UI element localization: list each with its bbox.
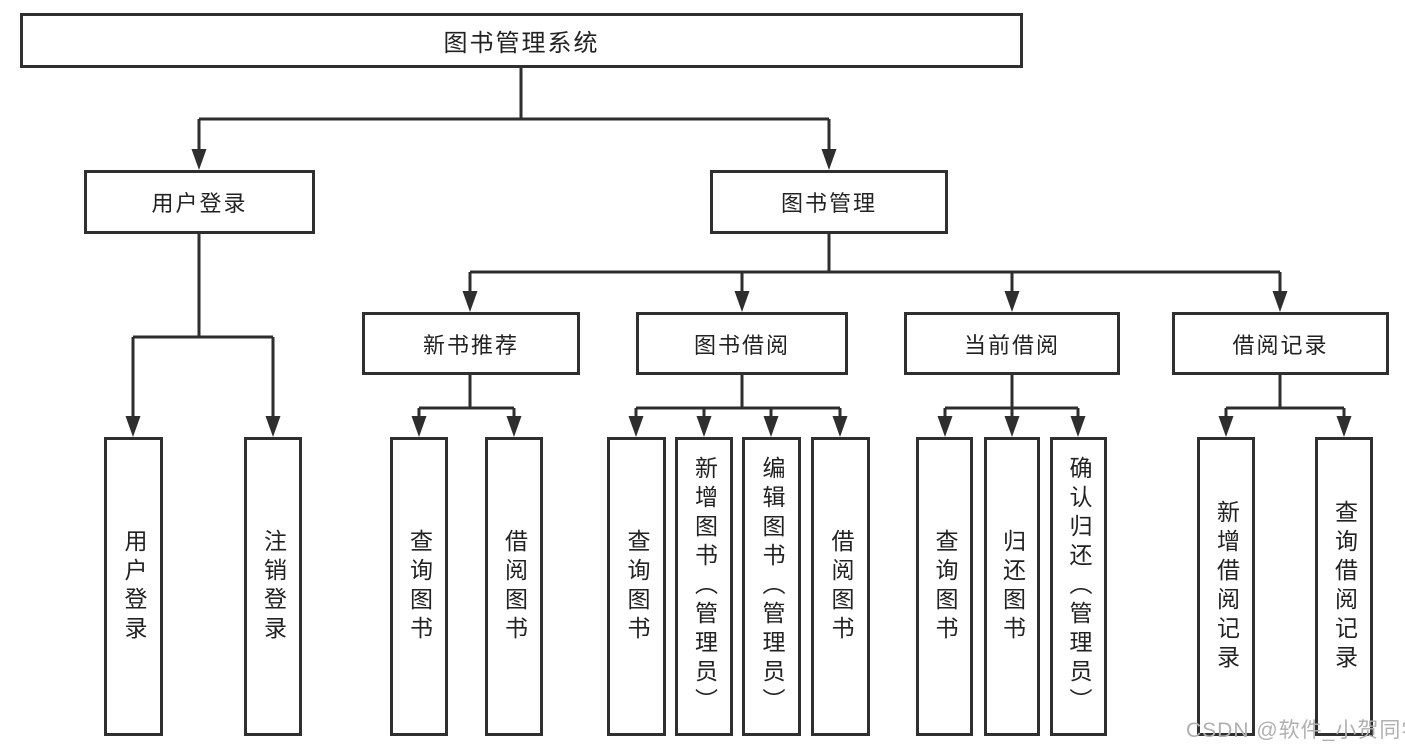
leaf-newbooks-query-books-label: 查询图书	[406, 528, 433, 645]
leaf-borrowing-borrow-books: 借阅图书	[811, 437, 870, 736]
node-borrowing-records: 借阅记录	[1172, 312, 1389, 375]
node-borrowing-records-label: 借阅记录	[1232, 332, 1329, 358]
leaf-newbooks-borrow-books: 借阅图书	[485, 437, 543, 736]
leaf-newbooks-query-books: 查询图书	[390, 437, 448, 736]
leaf-records-query-record-label: 查询借阅记录	[1331, 499, 1358, 674]
leaf-borrowing-borrow-books-label: 借阅图书	[828, 528, 854, 645]
leaf-borrowing-add-book-admin-label: 新增图书（管理员）	[691, 456, 718, 717]
leaf-borrowing-add-book-admin: 新增图书（管理员）	[675, 437, 733, 736]
leaf-records-query-record: 查询借阅记录	[1315, 437, 1373, 736]
leaf-current-query-books: 查询图书	[916, 437, 973, 736]
node-current-borrowing-label: 当前借阅	[963, 332, 1060, 358]
leaf-borrowing-edit-book-admin-label: 编辑图书（管理员）	[759, 456, 785, 717]
leaf-logout: 注销登录	[244, 437, 302, 736]
connector-current-to-leaves	[937, 375, 1086, 437]
connector-root-to-level2	[191, 67, 837, 170]
connector-borrowing-to-leaves	[628, 375, 848, 437]
node-book-management-label: 图书管理	[780, 191, 877, 216]
leaf-records-add-record: 新增借阅记录	[1197, 437, 1255, 736]
connector-new-books-to-leaves	[411, 375, 522, 437]
connector-records-to-leaves	[1218, 375, 1352, 437]
node-book-management: 图书管理	[710, 170, 948, 234]
connector-user-login-to-leaves	[125, 234, 281, 437]
node-user-login-label: 用户登录	[151, 191, 248, 216]
leaf-logout-label: 注销登录	[260, 528, 287, 645]
leaf-current-query-books-label: 查询图书	[932, 528, 958, 645]
leaf-current-return-books: 归还图书	[984, 437, 1040, 736]
leaf-borrowing-edit-book-admin: 编辑图书（管理员）	[742, 437, 801, 736]
leaf-user-login-label: 用户登录	[121, 528, 147, 645]
leaf-newbooks-borrow-books-label: 借阅图书	[501, 528, 528, 645]
node-book-management-system: 图书管理系统	[20, 13, 1023, 68]
node-book-borrowing-label: 图书借阅	[693, 332, 790, 358]
leaf-records-add-record-label: 新增借阅记录	[1213, 499, 1240, 674]
leaf-borrowing-query-books-label: 查询图书	[624, 528, 650, 645]
leaf-current-confirm-return-admin-label: 确认归还（管理员）	[1066, 456, 1092, 717]
node-new-book-recommend: 新书推荐	[362, 312, 580, 375]
leaf-current-confirm-return-admin: 确认归还（管理员）	[1050, 437, 1107, 736]
node-user-login: 用户登录	[84, 170, 315, 234]
leaf-borrowing-query-books: 查询图书	[607, 437, 666, 736]
connector-book-mgmt-to-level3	[462, 234, 1288, 312]
csdn-watermark: CSDN @软件_小贺同学	[1186, 719, 1405, 742]
node-book-borrowing: 图书借阅	[636, 312, 848, 375]
node-current-borrowing: 当前借阅	[904, 312, 1120, 375]
node-new-book-recommend-label: 新书推荐	[422, 332, 519, 358]
node-book-management-system-label: 图书管理系统	[443, 30, 600, 57]
leaf-current-return-books-label: 归还图书	[999, 528, 1026, 645]
leaf-user-login: 用户登录	[104, 437, 163, 736]
